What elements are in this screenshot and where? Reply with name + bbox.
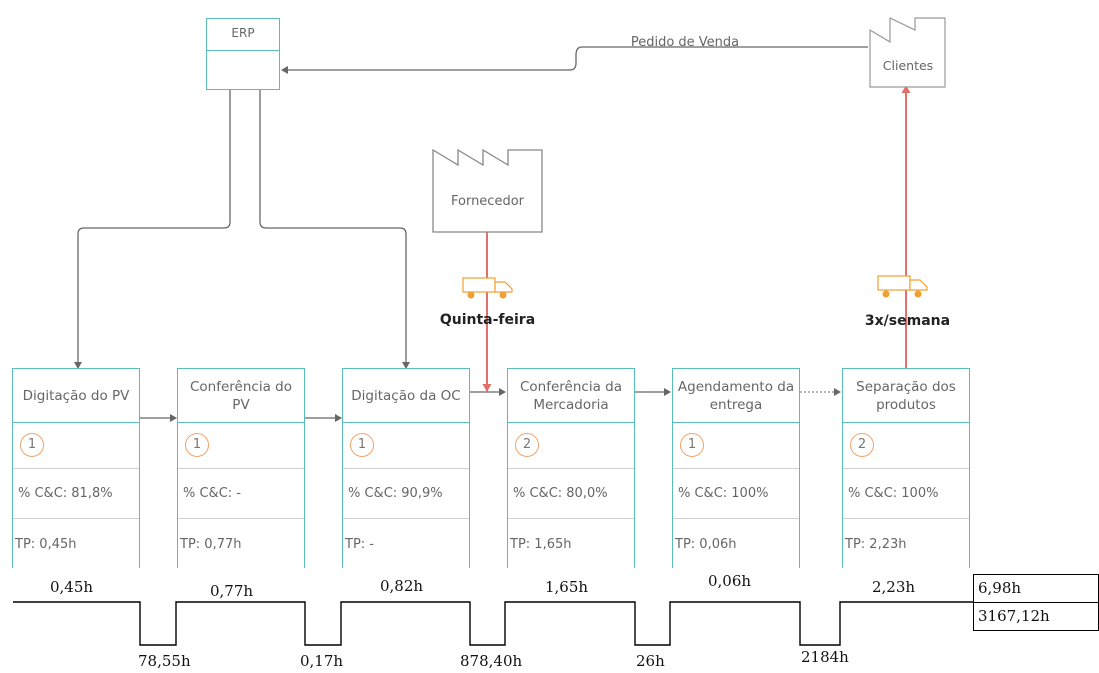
wait-time: 26h	[636, 652, 665, 670]
process-cc: % C&C: 100%	[673, 469, 799, 519]
process-tp: TP: 0,45h	[15, 536, 77, 552]
operator-count: 2	[515, 433, 539, 457]
total-process-time: 6,98h	[973, 574, 1099, 603]
wait-time: 878,40h	[460, 652, 523, 670]
process-title: Digitação do PV	[13, 369, 139, 423]
process-time: 1,65h	[545, 578, 589, 596]
process-title: Conferência do PV	[178, 369, 304, 423]
customer-factory-icon	[869, 17, 946, 88]
process-tp: TP: 1,65h	[510, 536, 572, 552]
operator-count: 1	[680, 433, 704, 457]
process-time: 0,06h	[708, 572, 752, 590]
process-title: Digitação da OC	[343, 369, 469, 423]
process-tp: TP: 2,23h	[845, 536, 907, 552]
wait-time: 2184h	[801, 648, 849, 666]
process-title: Agendamento da entrega	[673, 369, 799, 423]
erp-to-pv-line	[74, 90, 231, 369]
process-cc: % C&C: 100%	[843, 469, 969, 519]
process-cc: % C&C: -	[178, 469, 304, 519]
process-title: Separação dos produtos	[843, 369, 969, 423]
erp-box: ERP	[206, 18, 280, 90]
supplier-label: Fornecedor	[450, 194, 525, 209]
supplier-factory-icon	[432, 148, 543, 233]
process-time: 2,23h	[872, 578, 916, 596]
inbound-shipment-label: Quinta-feira	[439, 312, 536, 328]
process-box: Agendamento da entrega 1 % C&C: 100% TP:…	[672, 368, 800, 568]
process-time: 0,82h	[380, 577, 424, 595]
wait-time: 0,17h	[300, 652, 344, 670]
process-box: Digitação do PV 1 % C&C: 81,8% TP: 0,45h	[12, 368, 140, 568]
order-flow-label: Pedido de Venda	[630, 35, 740, 50]
process-tp: TP: -	[345, 536, 374, 552]
process-cc: % C&C: 90,9%	[343, 469, 469, 519]
process-tp: TP: 0,77h	[180, 536, 242, 552]
process-box: Separação dos produtos 2 % C&C: 100% TP:…	[842, 368, 970, 568]
outbound-truck-icon	[877, 275, 928, 298]
process-box: Digitação da OC 1 % C&C: 90,9% TP: -	[342, 368, 470, 568]
inbound-truck-icon	[462, 277, 513, 299]
process-time: 0,45h	[50, 578, 94, 596]
wait-time: 78,55h	[138, 652, 191, 670]
operator-count: 1	[20, 433, 44, 457]
process-title: Conferência da Mercadoria	[508, 369, 634, 423]
erp-to-oc-line	[259, 90, 410, 369]
outbound-shipment-label: 3x/semana	[864, 313, 951, 329]
process-box: Conferência da Mercadoria 2 % C&C: 80,0%…	[507, 368, 635, 568]
total-lead-time: 3167,12h	[973, 602, 1099, 631]
operator-count: 2	[850, 433, 874, 457]
process-cc: % C&C: 81,8%	[13, 469, 139, 519]
operator-count: 1	[350, 433, 374, 457]
process-cc: % C&C: 80,0%	[508, 469, 634, 519]
operator-count: 1	[185, 433, 209, 457]
timeline-line	[13, 601, 973, 646]
order-info-line	[281, 46, 868, 74]
process-time: 0,77h	[210, 582, 254, 600]
customer-label: Clientes	[882, 58, 934, 73]
process-box: Conferência do PV 1 % C&C: - TP: 0,77h	[177, 368, 305, 568]
erp-label: ERP	[207, 19, 279, 51]
process-tp: TP: 0,06h	[675, 536, 737, 552]
